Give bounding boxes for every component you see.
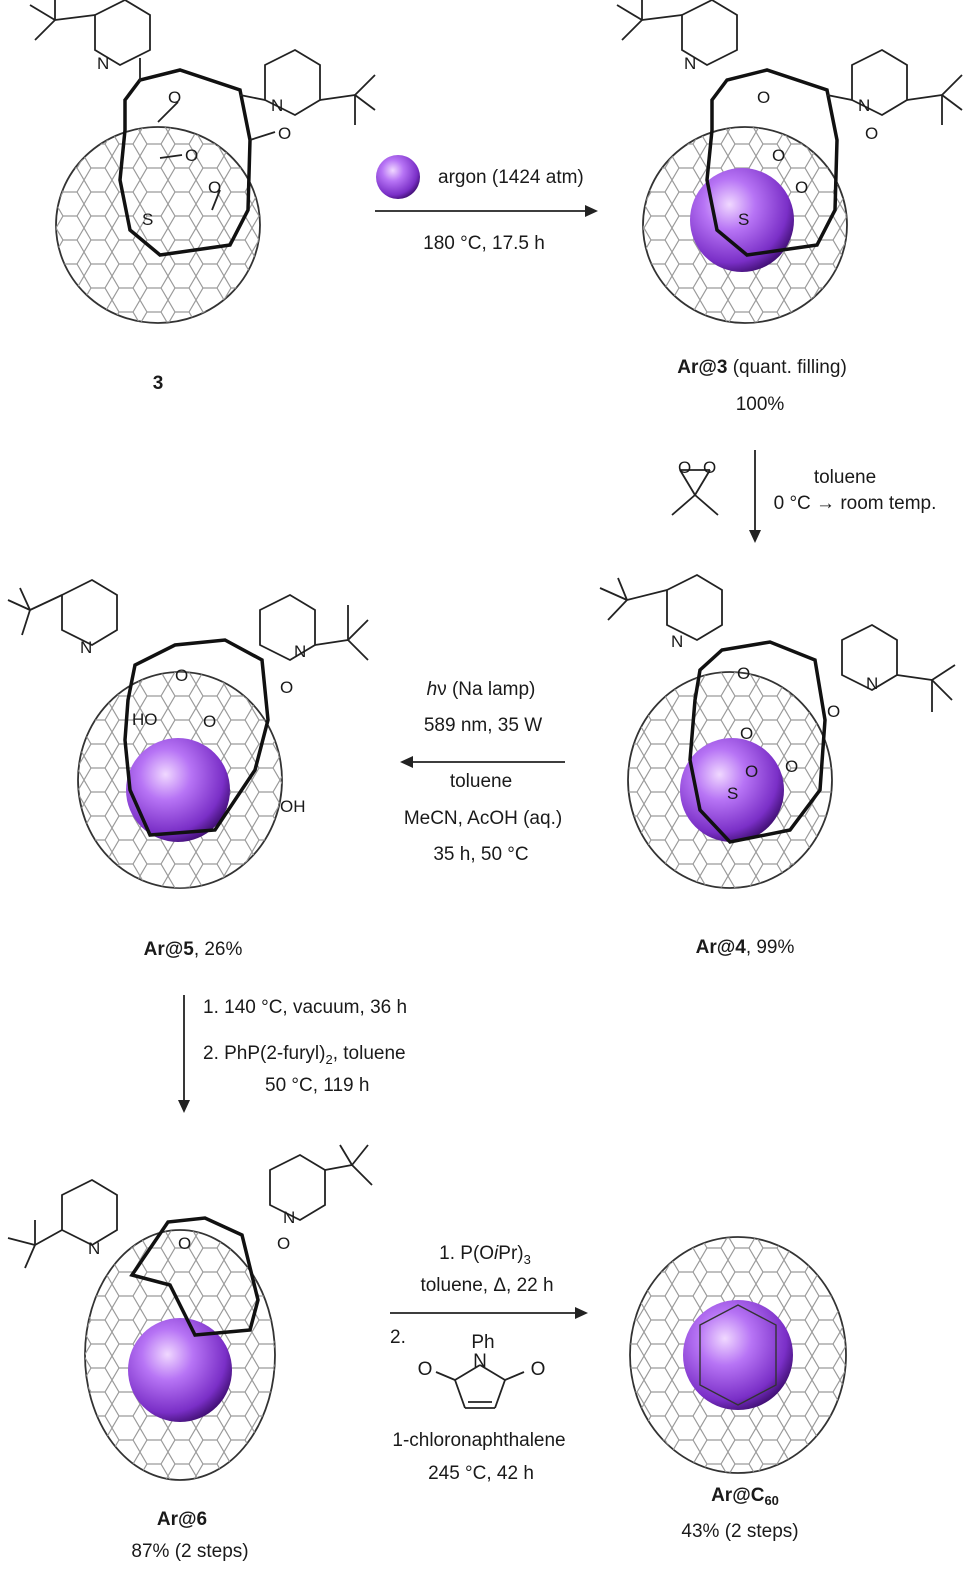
compound-ar6-structure [7,1144,373,1481]
maleimide-o-left: O [417,1359,433,1380]
arrow-step1 [375,205,598,217]
compound-yield-arc60: 43% (2 steps) [681,1521,799,1542]
atom-o-label: O [827,702,841,721]
arrow-step4 [178,995,190,1113]
atom-n-label: N [283,1208,296,1227]
compound-3-structure [29,0,376,324]
atom-n-label: N [684,54,697,73]
arrow-step5 [390,1307,588,1319]
compound-label-ar6: Ar@6 [156,1509,208,1530]
step2-temp: 0 °C → room temp. [773,493,937,514]
compound-label-ar4: Ar@4, 99% [695,937,795,958]
atom-o-label: O [178,1234,192,1253]
argon-atom-c60 [683,1300,793,1410]
atom-s-label: S [727,784,739,803]
step5-line1: 1. P(OiPr)3 [439,1243,531,1267]
atom-o-label: O [203,712,217,731]
atom-o-label: O [280,678,294,697]
argon-atom-ar5 [126,738,230,842]
atom-o-label: O [277,1234,291,1253]
compound-ar4-structure [599,573,956,889]
step4-line1: 1. 140 °C, vacuum, 36 h [203,997,408,1018]
step3-solvent2: MeCN, AcOH (aq.) [403,808,563,829]
atom-o-label: O [678,458,692,477]
atom-o-label: O [278,124,292,143]
compound-arc60-structure [629,1236,847,1474]
step4-line3: 50 °C, 119 h [265,1075,370,1096]
atom-n-label: N [671,632,684,651]
atom-o-label: O [703,458,717,477]
dmdo-structure [671,469,719,516]
atom-o-label: O [168,88,182,107]
argon-atom-ar6 [128,1318,232,1422]
atom-o-label: O [185,146,199,165]
step4-line2: 2. PhP(2-furyl)2, toluene [203,1043,406,1067]
step3-lamp: 589 nm, 35 W [423,715,543,736]
atom-o-label: O [795,178,809,197]
step5-line4: 1-chloronaphthalene [392,1430,566,1451]
atom-o-label: O [865,124,879,143]
compound-label-ar3: Ar@3 (quant. filling) [677,357,847,378]
atom-s-label: S [738,210,750,229]
step3-conditions: 35 h, 50 °C [433,844,529,865]
step3-light: hν (Na lamp) [426,679,536,700]
step5-line5: 245 °C, 42 h [428,1463,534,1484]
atom-ho-label: HO [132,710,158,729]
step5-line2: toluene, Δ, 22 h [420,1275,554,1296]
atom-s-label: S [142,210,154,229]
maleimide-ph-label: Ph [471,1332,495,1353]
step1-reagent: argon (1424 atm) [438,167,584,188]
compound-label-3: 3 [152,373,164,394]
compound-label-arc60: Ar@C60 [711,1485,779,1508]
atom-n-label: N [294,642,307,661]
argon-reagent-icon [376,155,420,199]
atom-o-label: O [757,88,771,107]
atom-n-label: N [271,96,284,115]
step2-solvent: toluene [813,467,877,488]
atom-o-label: O [737,664,751,683]
compound-yield-ar6: 87% (2 steps) [131,1541,249,1562]
compound-ar5-structure [7,578,369,889]
step1-conditions: 180 °C, 17.5 h [423,233,545,254]
arrow-step3 [400,756,565,768]
atom-o-label: O [785,757,799,776]
arrow-step2 [749,450,761,543]
argon-atom-ar3 [690,168,794,272]
atom-n-label: N [88,1239,101,1258]
atom-o-label: O [175,666,189,685]
step5-line3: 2. [390,1327,406,1348]
atom-o-label: O [208,178,222,197]
atom-n-label: N [858,96,871,115]
n-phenylmaleimide-structure [435,1364,525,1409]
maleimide-o-right: O [530,1359,546,1380]
compound-ar3-structure [616,0,963,324]
atom-n-label: N [97,54,110,73]
atom-oh-label: OH [280,797,306,816]
atom-o-label: O [740,724,754,743]
step3-solvent1: toluene [449,771,513,792]
compound-label-ar5: Ar@5, 26% [143,939,243,960]
atom-o-label: O [745,762,759,781]
atom-o-label: O [772,146,786,165]
atom-n-label: N [866,674,879,693]
atom-n-label: N [80,638,93,657]
maleimide-n-label: N [473,1351,487,1372]
compound-yield-ar3: 100% [735,394,785,415]
